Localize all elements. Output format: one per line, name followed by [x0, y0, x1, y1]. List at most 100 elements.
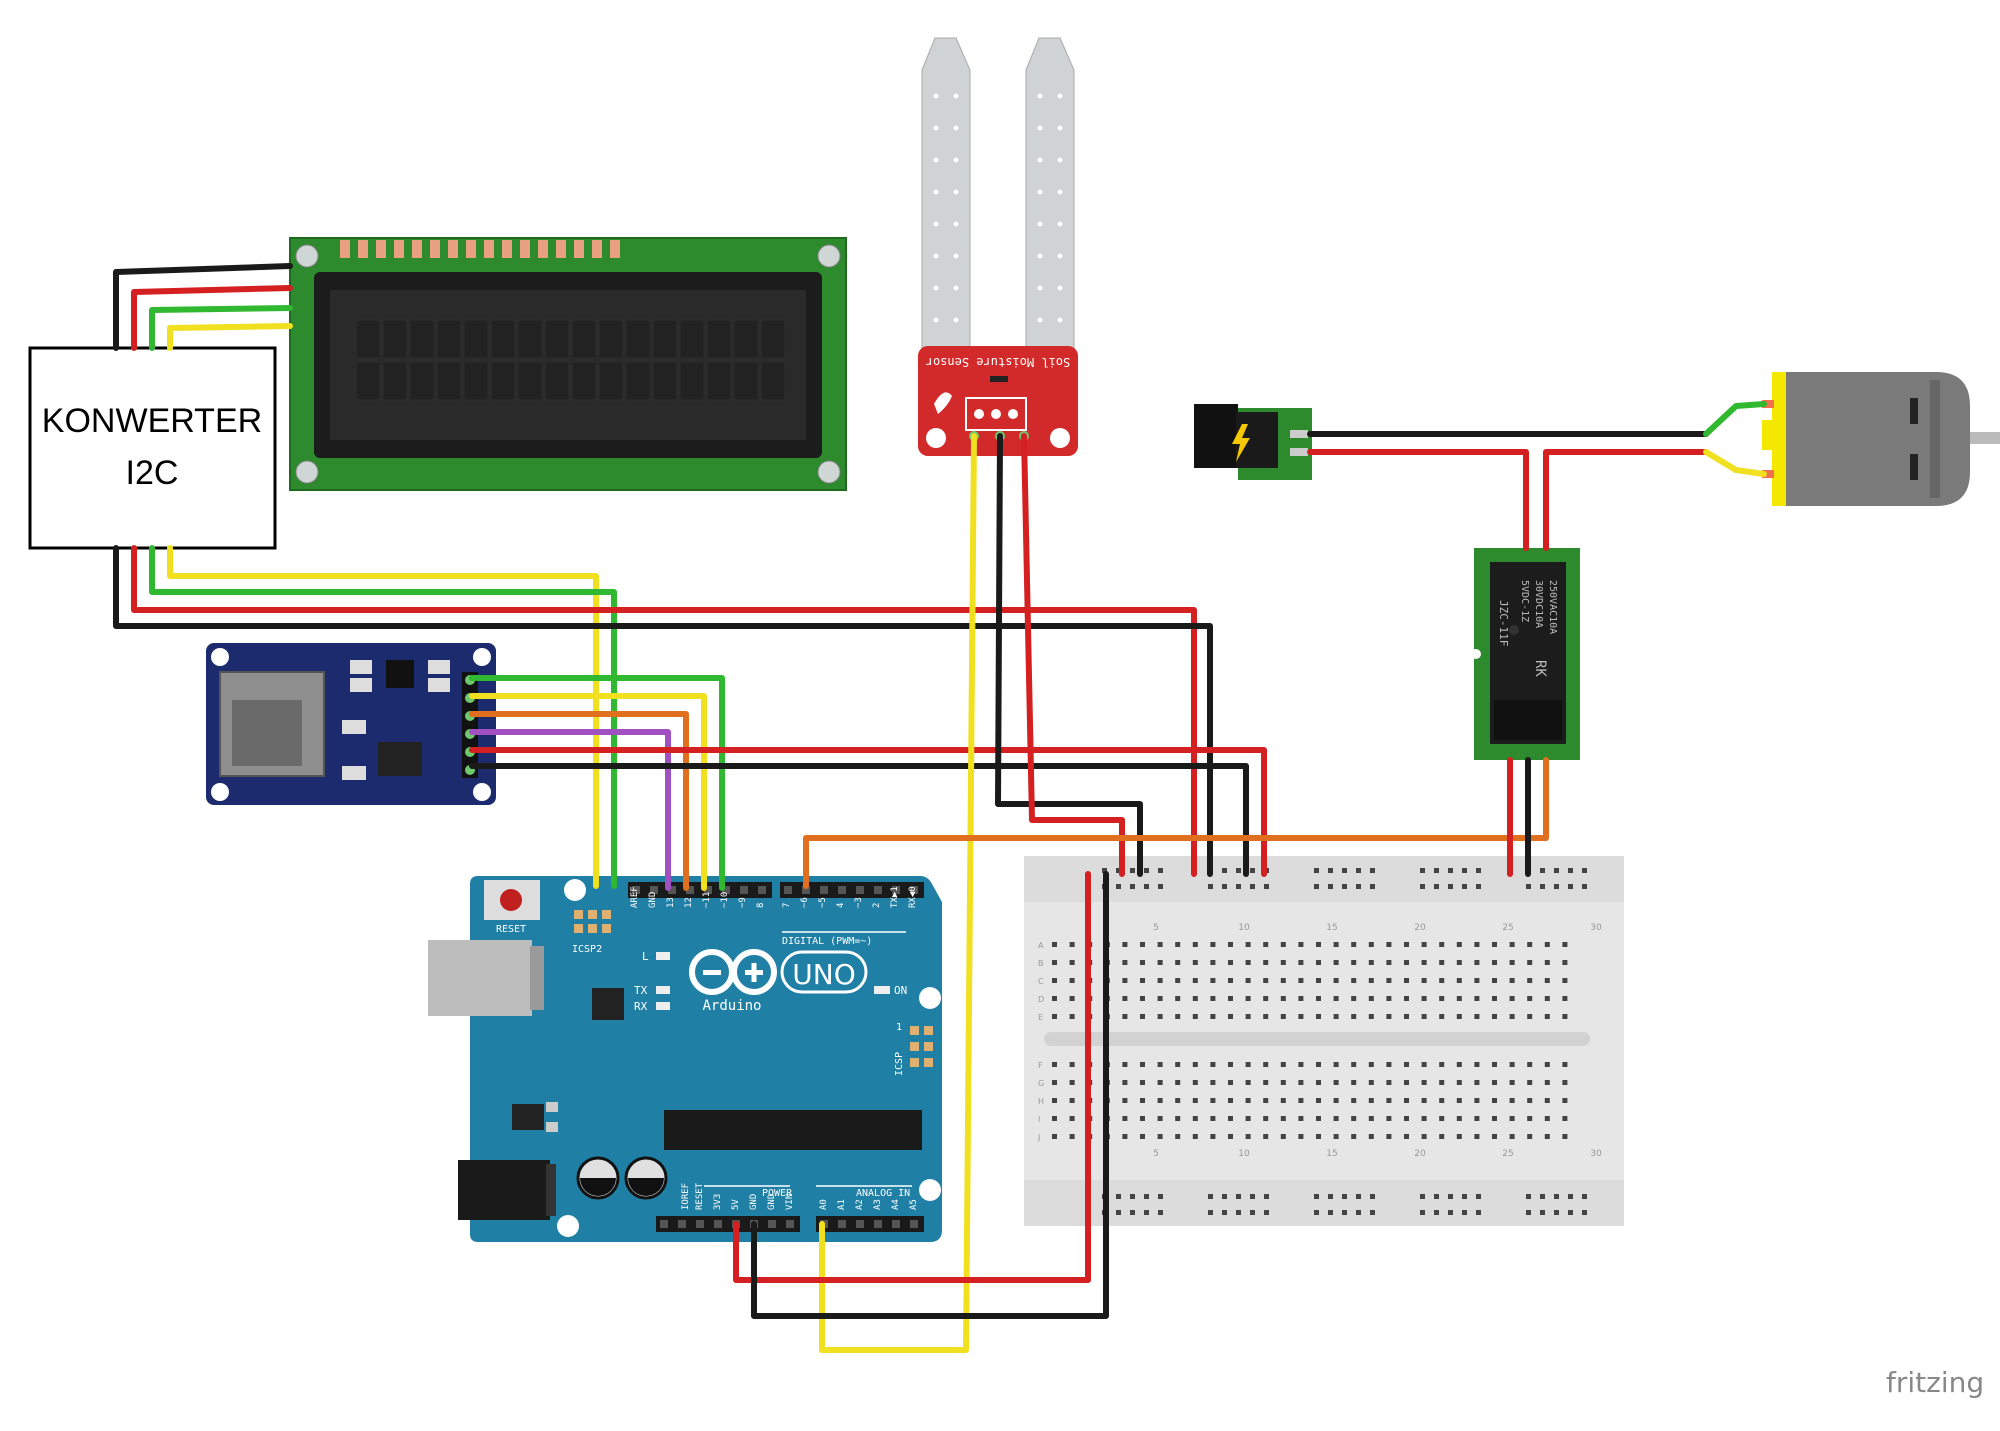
- bb-hole: [1175, 942, 1181, 947]
- bb-hole: [1280, 996, 1286, 1001]
- bb-col-label-bot-15: 15: [1326, 1149, 1337, 1159]
- bb-rail-hole: [1554, 1210, 1559, 1215]
- lcd-cell: [760, 361, 786, 401]
- reset-button[interactable]: [500, 889, 522, 911]
- bb-hole: [1351, 978, 1357, 983]
- bb-col-label-top-20: 20: [1414, 923, 1426, 933]
- lcd-pin: [538, 240, 548, 258]
- bb-hole: [1456, 1014, 1462, 1019]
- bb-hole: [1263, 978, 1269, 983]
- bb-hole: [1157, 996, 1163, 1001]
- bb-hole: [1368, 1098, 1374, 1103]
- bb-rail-hole: [1208, 1194, 1213, 1199]
- bb-hole: [1316, 978, 1321, 983]
- bb-hole: [1280, 1116, 1286, 1121]
- bb-hole: [1404, 1134, 1409, 1139]
- bb-col-label-top-5: 5: [1153, 923, 1159, 933]
- bb-rail-hole: [1314, 1194, 1319, 1199]
- bb-hole: [1245, 1098, 1251, 1103]
- bb-hole: [1492, 1062, 1497, 1067]
- bb-rail-hole: [1144, 1194, 1149, 1199]
- bb-hole: [1527, 942, 1533, 947]
- led-tx-label: TX: [634, 984, 648, 997]
- bb-hole: [1544, 942, 1550, 947]
- bb-hole: [1439, 1134, 1445, 1139]
- bb-hole: [1492, 978, 1497, 983]
- bb-hole: [1245, 1134, 1251, 1139]
- bb-hole: [1245, 996, 1251, 1001]
- bb-hole: [1351, 1134, 1357, 1139]
- arduino-brand-label: Arduino: [702, 998, 761, 1014]
- bb-hole: [1052, 1080, 1057, 1085]
- bb-rail-hole: [1222, 884, 1227, 889]
- led-l-label: L: [642, 950, 649, 963]
- bb-hole: [1298, 1098, 1304, 1103]
- bb-rail-hole: [1420, 884, 1425, 889]
- bb-rail-hole: [1264, 1194, 1269, 1199]
- arduino-infinity-logo: [689, 949, 777, 995]
- power-pin: [696, 1220, 704, 1228]
- soil-moisture-sensor: Soil Moisture Sensor: [918, 37, 1078, 456]
- lcd-pin: [556, 240, 566, 258]
- bb-hole: [1562, 1080, 1568, 1085]
- power-pin-gnd1-label: GND: [749, 1194, 759, 1210]
- bb-rail-hole: [1526, 1194, 1531, 1199]
- converter-label-line2: I2C: [126, 454, 179, 492]
- bb-hole: [1368, 942, 1374, 947]
- bb-row-label-h: H: [1038, 1097, 1044, 1106]
- bb-hole: [1140, 978, 1145, 983]
- lcd-pin: [592, 240, 602, 258]
- wire-i2c-sda: [149, 545, 617, 889]
- digital-pin: [874, 886, 882, 894]
- wire-lcd-scl: [167, 323, 293, 351]
- bb-hole: [1368, 960, 1374, 965]
- bb-rail-hole: [1568, 1210, 1573, 1215]
- bb-rail-hole: [1476, 884, 1481, 889]
- bb-hole: [1562, 942, 1568, 947]
- bb-hole: [1210, 942, 1216, 947]
- bb-rail-hole: [1434, 884, 1439, 889]
- lcd-cell: [733, 319, 759, 359]
- icsp2-pin: [574, 910, 583, 919]
- bb-hole: [1228, 1014, 1233, 1019]
- bb-rail-hole: [1434, 1194, 1439, 1199]
- probe-dot: [933, 221, 939, 227]
- bb-hole: [1298, 978, 1304, 983]
- icsp-pin: [924, 1058, 933, 1067]
- wire-arduino-gnd: [751, 871, 1109, 1319]
- bb-hole: [1421, 1014, 1427, 1019]
- bb-row-label-c: C: [1038, 977, 1044, 986]
- bb-hole: [1562, 1062, 1568, 1067]
- bb-hole: [1351, 1116, 1357, 1121]
- bb-hole: [1386, 1062, 1392, 1067]
- bb-rail-hole: [1370, 868, 1375, 873]
- wire-sd-miso: [469, 729, 671, 891]
- bb-rail-hole: [1476, 1210, 1481, 1215]
- bb-hole: [1192, 1062, 1198, 1067]
- power-pin: [768, 1220, 776, 1228]
- bb-hole: [1421, 996, 1427, 1001]
- dc-power-jack: [1194, 404, 1312, 480]
- icsp-pin: [910, 1058, 919, 1067]
- bb-hole: [1316, 996, 1321, 1001]
- lcd-pin: [610, 240, 620, 258]
- lcd-cell: [598, 361, 624, 401]
- probe-dot: [1037, 125, 1043, 131]
- bb-hole: [1122, 996, 1128, 1001]
- bb-hole: [1263, 1098, 1269, 1103]
- arduino-uno: RESET ICSP2 ICSP 1 DIGITAL (PWM=~) POWER…: [428, 876, 942, 1242]
- relay-spec-line3: 250VAC10A: [1547, 580, 1558, 634]
- bb-hole: [1386, 996, 1392, 1001]
- lcd-cell: [652, 361, 678, 401]
- bb-hole: [1175, 996, 1181, 1001]
- bb-hole: [1351, 1062, 1357, 1067]
- lcd-cell: [355, 361, 381, 401]
- icsp2-pin: [602, 910, 611, 919]
- bb-hole: [1228, 978, 1233, 983]
- bb-rail-hole: [1448, 1210, 1453, 1215]
- probe-dot: [953, 157, 959, 163]
- bb-rail-hole: [1448, 868, 1453, 873]
- wire-sensor-gnd: [995, 433, 1143, 877]
- bb-col-label-bot-10: 10: [1238, 1149, 1250, 1159]
- power-label: POWER: [762, 1188, 793, 1199]
